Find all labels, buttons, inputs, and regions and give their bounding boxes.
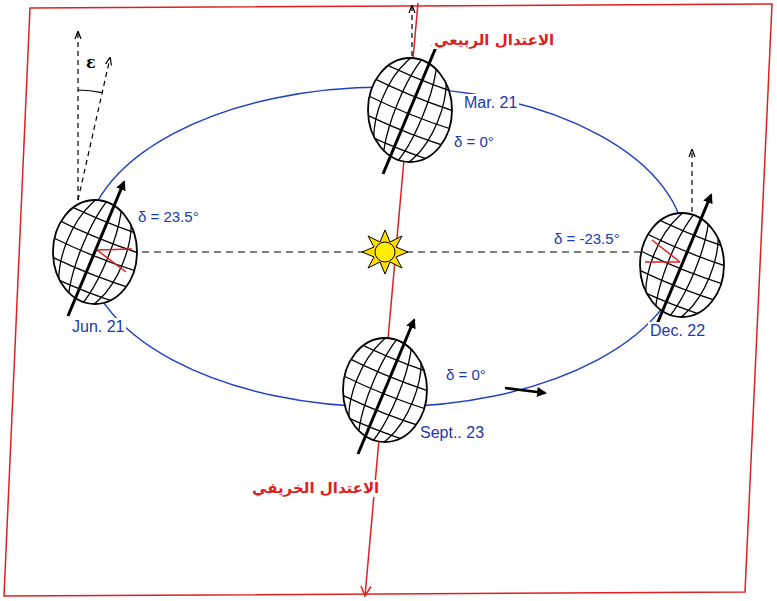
date-label: Sept.. 23: [418, 424, 486, 442]
equinox-label: الاعتدال الربيعي: [432, 32, 556, 49]
motion-arrow: [505, 388, 545, 393]
declination-label: δ = 0°: [444, 366, 488, 383]
sun-symbol: [362, 230, 408, 274]
declination-label: δ = 23.5°: [136, 208, 201, 225]
equinox-label: الاعتدال الخريفي: [250, 480, 381, 497]
date-label: Dec. 22: [648, 322, 707, 340]
tilt-symbol: ε: [84, 54, 98, 72]
ecliptic-plane: [4, 4, 772, 596]
declination-label: δ = 0°: [452, 133, 496, 150]
date-label: Mar. 21: [462, 94, 519, 112]
earth-globe: [594, 181, 770, 348]
earth-globe: [297, 306, 473, 473]
date-label: Jun. 21: [70, 318, 126, 336]
earth-globe: [7, 168, 183, 335]
declination-label: δ = -23.5°: [552, 230, 622, 247]
reference-axis: [78, 6, 692, 212]
